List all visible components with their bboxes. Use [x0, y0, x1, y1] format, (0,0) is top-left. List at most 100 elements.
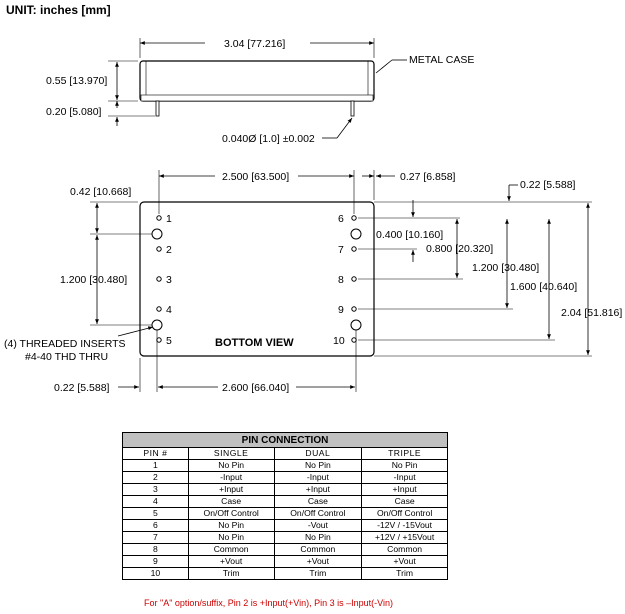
table-title: PIN CONNECTION	[122, 432, 448, 448]
table-cell: No Pin	[187, 459, 275, 472]
threaded-insert-icon	[151, 228, 163, 240]
bottom-left-offset-dimension: 0.22 [5.588]	[54, 382, 110, 394]
dimension-0400: 0.400 [10.160]	[376, 229, 443, 241]
column-header: SINGLE	[187, 447, 275, 460]
table-cell: Common	[361, 543, 448, 556]
table-cell: No Pin	[187, 531, 275, 544]
insert-span-dimension: 1.200 [30.480]	[60, 274, 127, 286]
table-cell: +Vout	[361, 555, 448, 568]
pin-label: 9	[338, 304, 344, 316]
threaded-insert-thread-label: #4-40 THD THRU	[25, 351, 108, 363]
table-cell: 1	[122, 459, 189, 472]
table-cell: Trim	[273, 567, 363, 580]
table-cell: Case	[187, 495, 275, 508]
table-cell: +Vout	[273, 555, 363, 568]
table-cell: +Input	[187, 483, 275, 496]
table-row: 9+Vout+Vout+Vout	[122, 555, 448, 568]
pin-label: 6	[338, 213, 344, 225]
pin-pitch-dimension: 2.500 [63.500]	[222, 171, 289, 183]
dimension-1200: 1.200 [30.480]	[472, 262, 539, 274]
pin-4-icon	[156, 306, 162, 312]
table-cell: Common	[187, 543, 275, 556]
pin-label: 3	[166, 274, 172, 286]
bottom-view-label: BOTTOM VIEW	[215, 337, 294, 349]
dimension-1600: 1.600 [40.640]	[510, 281, 577, 293]
pin-label: 2	[166, 244, 172, 256]
table-cell: 4	[122, 495, 189, 508]
metal-case-label: METAL CASE	[409, 54, 474, 66]
pin-10-icon	[351, 337, 357, 343]
table-cell: -Input	[187, 471, 275, 484]
table-cell: 9	[122, 555, 189, 568]
pin-3-icon	[156, 276, 162, 282]
table-cell: Trim	[187, 567, 275, 580]
table-cell: -Vout	[273, 519, 363, 532]
table-cell: No Pin	[273, 459, 363, 472]
pin-7-icon	[351, 246, 357, 252]
side-pin-left	[155, 100, 160, 117]
table-row: 2-Input-Input-Input	[122, 471, 448, 484]
top-offset-dimension: 0.22 [5.588]	[520, 179, 576, 191]
pin-6-icon	[351, 215, 357, 221]
left-top-offset-dimension: 0.42 [10.668]	[70, 186, 131, 198]
pin-label: 7	[338, 244, 344, 256]
table-cell: +Input	[273, 483, 363, 496]
column-header: DUAL	[273, 447, 363, 460]
threaded-insert-icon	[350, 319, 362, 331]
table-cell: On/Off Control	[187, 507, 275, 520]
table-cell: 5	[122, 507, 189, 520]
table-row: 3+Input+Input+Input	[122, 483, 448, 496]
table-cell: 7	[122, 531, 189, 544]
table-cell: No Pin	[187, 519, 275, 532]
table-cell: -12V / -15Vout	[361, 519, 448, 532]
table-footnote: For "A" option/suffix, Pin 2 is +Input(+…	[144, 598, 394, 608]
table-cell: Case	[361, 495, 448, 508]
side-view: 3.04 [77.216] 0.55 [13.970] 0.20 [5.080]…	[46, 38, 474, 145]
pin-label: 8	[338, 274, 344, 286]
table-cell: Case	[273, 495, 363, 508]
pin-9-icon	[351, 306, 357, 312]
table-cell: -Input	[361, 471, 448, 484]
dimension-0800: 0.800 [20.320]	[426, 243, 493, 255]
column-header: PIN #	[122, 447, 189, 460]
height-dimension: 0.55 [13.970]	[46, 75, 107, 87]
table-cell: 6	[122, 519, 189, 532]
table-cell: On/Off Control	[361, 507, 448, 520]
bottom-view: 1 2 3 4 5 6 7 8 9 10 BOTTOM VIEW 2.500 […	[4, 170, 622, 394]
pin-connection-table: PIN CONNECTION PIN # SINGLE DUAL TRIPLE …	[122, 432, 448, 580]
pin-length-dimension: 0.20 [5.080]	[46, 106, 102, 118]
pin-2-icon	[156, 246, 162, 252]
column-header: TRIPLE	[361, 447, 448, 460]
mechanical-drawing: UNIT: inches [mm] 3.04 [77.216] 0.55 [13…	[4, 3, 622, 394]
table-cell: No Pin	[361, 459, 448, 472]
table-cell: Common	[273, 543, 363, 556]
unit-label: UNIT: inches [mm]	[6, 3, 111, 17]
length-dimension: 3.04 [77.216]	[224, 38, 285, 50]
pin-1-icon	[156, 215, 162, 221]
threaded-insert-icon	[151, 319, 163, 331]
table-cell: 10	[122, 567, 189, 580]
table-cell: +Vout	[187, 555, 275, 568]
insert-pitch-dimension: 2.600 [66.040]	[222, 382, 289, 394]
pin-diameter-dimension: 0.040Ø [1.0] ±0.002	[222, 133, 315, 145]
pin-5-icon	[156, 337, 162, 343]
table-cell: -Input	[273, 471, 363, 484]
pin-label: 10	[333, 335, 345, 347]
table-cell: +12V / +15Vout	[361, 531, 448, 544]
table-cell: On/Off Control	[273, 507, 363, 520]
side-pin-right	[350, 100, 355, 117]
threaded-insert-label: (4) THREADED INSERTS	[4, 338, 126, 350]
table-cell: 2	[122, 471, 189, 484]
pin-label: 1	[166, 213, 172, 225]
overall-width-dimension: 2.04 [51.816]	[561, 307, 622, 319]
pin-label: 5	[166, 335, 172, 347]
table-cell: +Input	[361, 483, 448, 496]
pin-label: 4	[166, 304, 172, 316]
